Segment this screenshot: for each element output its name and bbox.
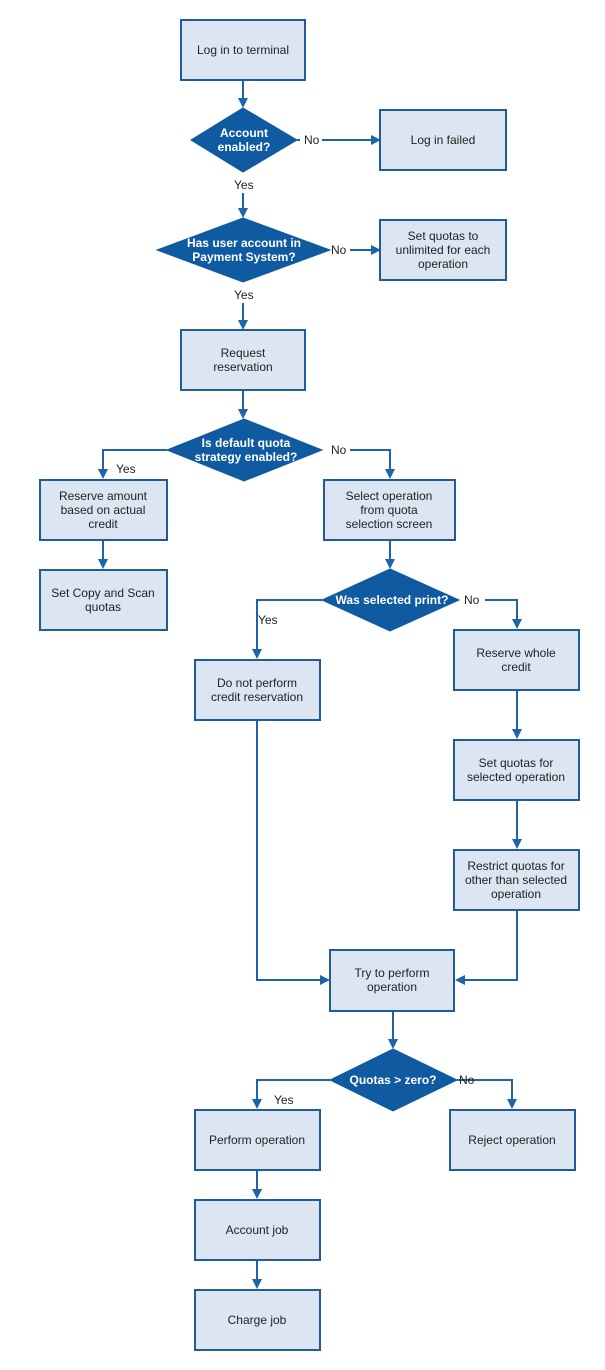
node-account-job-text: Account job	[226, 1223, 289, 1237]
node-charge-job: Charge job	[194, 1289, 321, 1351]
connectors	[98, 80, 522, 1289]
label-quotas-no: No	[459, 1073, 475, 1087]
node-perform: Perform operation	[194, 1109, 321, 1171]
node-perform-text: Perform operation	[209, 1133, 305, 1147]
label-default-no: No	[331, 443, 347, 457]
decision-was-print: Was selected print?	[320, 568, 461, 632]
edge-default-no	[350, 449, 395, 479]
node-login-failed: Log in failed	[379, 109, 507, 171]
node-reject: Reject operation	[449, 1109, 576, 1171]
edge-no-reservation-to-try	[256, 720, 330, 985]
edge-default-yes	[98, 449, 167, 479]
node-login-failed-text: Log in failed	[411, 133, 476, 147]
decision-quotas-zero: Quotas > zero?	[328, 1048, 459, 1112]
node-login-text: Log in to terminal	[197, 43, 289, 57]
process-boxes: Log in to terminal Log in failed Set quo…	[39, 19, 580, 1351]
edge-restrict-to-try	[455, 910, 518, 985]
label-account-enabled-yes: Yes	[234, 178, 254, 192]
node-account-job: Account job	[194, 1199, 321, 1261]
edge-quotas-yes	[252, 1079, 330, 1109]
label-account-enabled-no: No	[304, 133, 320, 147]
node-charge-job-text: Charge job	[228, 1313, 287, 1327]
edge-quotas-no	[457, 1079, 517, 1109]
decision-quotas-zero-text: Quotas > zero?	[349, 1073, 436, 1087]
label-quotas-yes: Yes	[274, 1093, 294, 1107]
edge-print-yes	[252, 599, 322, 659]
decision-was-print-text: Was selected print?	[336, 593, 449, 607]
label-has-account-no: No	[331, 243, 347, 257]
edge-print-no	[485, 599, 522, 629]
label-print-no: No	[464, 593, 480, 607]
edge-labels: No Yes No Yes Yes No Yes No Yes No	[116, 133, 480, 1107]
label-print-yes: Yes	[258, 613, 278, 627]
label-has-account-yes: Yes	[234, 288, 254, 302]
node-reject-text: Reject operation	[468, 1133, 555, 1147]
node-login: Log in to terminal	[180, 19, 306, 81]
label-default-yes: Yes	[116, 462, 136, 476]
